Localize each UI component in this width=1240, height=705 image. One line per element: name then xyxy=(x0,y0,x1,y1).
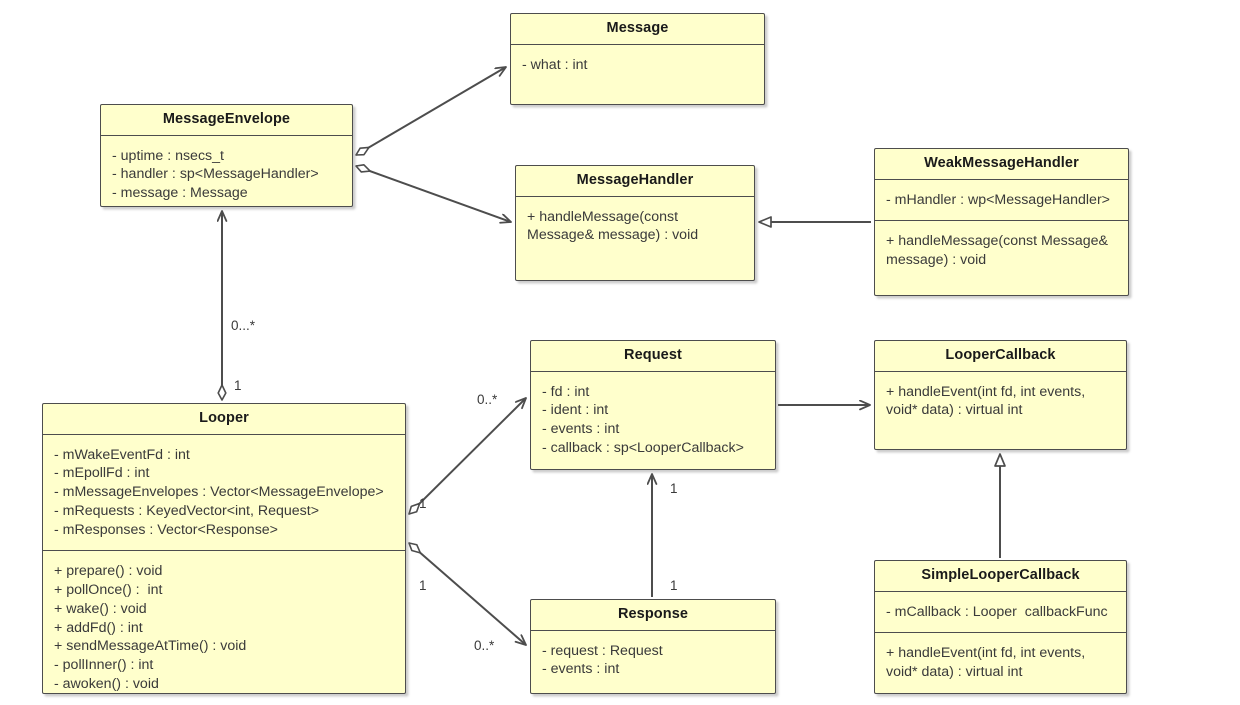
class-title-simple-looper-callback: SimpleLooperCallback xyxy=(875,561,1126,592)
class-title-request: Request xyxy=(531,341,775,372)
multiplicity-label: 1 xyxy=(419,578,427,593)
class-attributes-looper: - mWakeEventFd : int - mEpollFd : int - … xyxy=(43,435,405,551)
class-operations-looper-callback: + handleEvent(int fd, int events, void* … xyxy=(875,372,1126,431)
attribute-row: - mWakeEventFd : int xyxy=(54,446,190,463)
class-attributes-request: - fd : int - ident : int - events : int … xyxy=(531,372,775,469)
class-operations-simple-looper-callback: + handleEvent(int fd, int events, void* … xyxy=(875,632,1126,692)
class-attributes-simple-looper-callback: - mCallback : Looper callbackFunc xyxy=(875,592,1126,633)
operation-row: + handleMessage(const Message& message) … xyxy=(886,233,1109,269)
multiplicity-label: 0..* xyxy=(477,392,498,407)
attribute-row: - handler : sp<MessageHandler> xyxy=(112,166,319,183)
operation-row: + pollOnce() : int xyxy=(54,582,163,599)
multiplicity-label: 0..* xyxy=(474,638,495,653)
attribute-row: - mCallback : Looper callbackFunc xyxy=(886,603,1108,620)
class-title-looper-callback: LooperCallback xyxy=(875,341,1126,372)
class-box-weak-message-handler[interactable]: WeakMessageHandler - mHandler : wp<Messa… xyxy=(874,148,1129,296)
edge-looper-to-response xyxy=(409,543,526,645)
multiplicity-label: 0...* xyxy=(231,318,256,333)
class-title-response: Response xyxy=(531,600,775,631)
attribute-row: - message : Message xyxy=(112,185,248,202)
class-attributes-message: - what : int xyxy=(511,45,764,86)
operation-row: - pollInner() : int xyxy=(54,657,154,674)
edge-looper-to-request xyxy=(409,398,526,514)
attribute-row: - mHandler : wp<MessageHandler> xyxy=(886,191,1110,208)
class-attributes-weak-message-handler: - mHandler : wp<MessageHandler> xyxy=(875,180,1128,221)
attribute-row: - uptime : nsecs_t xyxy=(112,147,224,164)
attribute-row: - ident : int xyxy=(542,402,609,419)
operation-row: - awoken() : void xyxy=(54,675,159,692)
operation-row: + prepare() : void xyxy=(54,563,163,580)
class-box-looper-callback[interactable]: LooperCallback + handleEvent(int fd, int… xyxy=(874,340,1127,450)
attribute-row: - events : int xyxy=(542,421,620,438)
edge-envelope-to-handler xyxy=(356,166,511,222)
class-operations-looper: + prepare() : void + pollOnce() : int + … xyxy=(43,550,405,704)
attribute-row: - callback : sp<LooperCallback> xyxy=(542,439,744,456)
operation-row: + addFd() : int xyxy=(54,619,143,636)
attribute-row: - mEpollFd : int xyxy=(54,465,150,482)
class-box-message[interactable]: Message - what : int xyxy=(510,13,765,105)
class-box-response[interactable]: Response - request : Request - events : … xyxy=(530,599,776,694)
operation-row: + handleEvent(int fd, int events, void* … xyxy=(886,645,1086,681)
class-box-request[interactable]: Request - fd : int - ident : int - event… xyxy=(530,340,776,470)
operation-row: + sendMessageAtTime() : void xyxy=(54,638,247,655)
class-title-weak-message-handler: WeakMessageHandler xyxy=(875,149,1128,180)
multiplicity-label: 1 xyxy=(670,578,678,593)
class-attributes-message-envelope: - uptime : nsecs_t - handler : sp<Messag… xyxy=(101,136,352,214)
multiplicity-label: 1 xyxy=(419,496,427,511)
attribute-row: - what : int xyxy=(522,56,588,73)
attribute-row: - mMessageEnvelopes : Vector<MessageEnve… xyxy=(54,484,384,501)
class-box-simple-looper-callback[interactable]: SimpleLooperCallback - mCallback : Loope… xyxy=(874,560,1127,694)
class-operations-weak-message-handler: + handleMessage(const Message& message) … xyxy=(875,220,1128,280)
multiplicity-label: 1 xyxy=(670,481,678,496)
multiplicity-label: 1 xyxy=(234,378,242,393)
attribute-row: - fd : int xyxy=(542,383,590,400)
attribute-row: - mRequests : KeyedVector<int, Request> xyxy=(54,502,319,519)
class-box-message-handler[interactable]: MessageHandler + handleMessage(const Mes… xyxy=(515,165,755,281)
operation-row: + handleEvent(int fd, int events, void* … xyxy=(886,383,1086,419)
class-title-message-handler: MessageHandler xyxy=(516,166,754,197)
attribute-row: - events : int xyxy=(542,661,620,678)
class-operations-message-handler: + handleMessage(const Message& message) … xyxy=(516,197,754,256)
attribute-row: - mResponses : Vector<Response> xyxy=(54,521,278,538)
class-attributes-response: - request : Request - events : int xyxy=(531,631,775,690)
operation-row: + wake() : void xyxy=(54,600,147,617)
class-title-looper: Looper xyxy=(43,404,405,435)
attribute-row: - request : Request xyxy=(542,642,663,659)
class-title-message: Message xyxy=(511,14,764,45)
edge-envelope-to-message xyxy=(356,67,506,156)
operation-row: + handleMessage(const Message& message) … xyxy=(527,208,699,244)
class-box-message-envelope[interactable]: MessageEnvelope - uptime : nsecs_t - han… xyxy=(100,104,353,207)
class-title-message-envelope: MessageEnvelope xyxy=(101,105,352,136)
class-box-looper[interactable]: Looper - mWakeEventFd : int - mEpollFd :… xyxy=(42,403,406,694)
